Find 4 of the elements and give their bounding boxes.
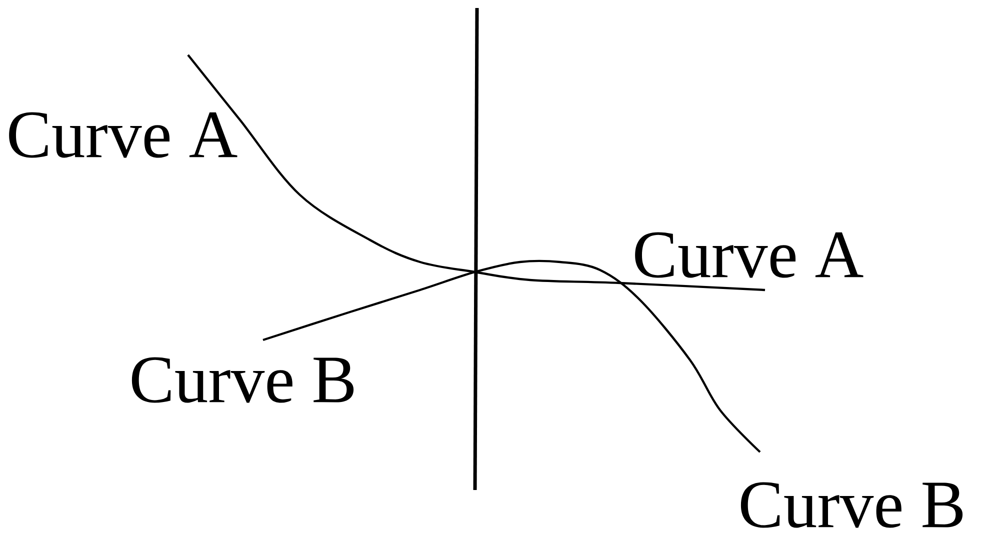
curve-label: Curve B [740,482,963,528]
curve-label: Curve A [635,232,864,278]
curve-label: Curve B [132,357,354,403]
curve-label: Curve A [9,112,238,158]
